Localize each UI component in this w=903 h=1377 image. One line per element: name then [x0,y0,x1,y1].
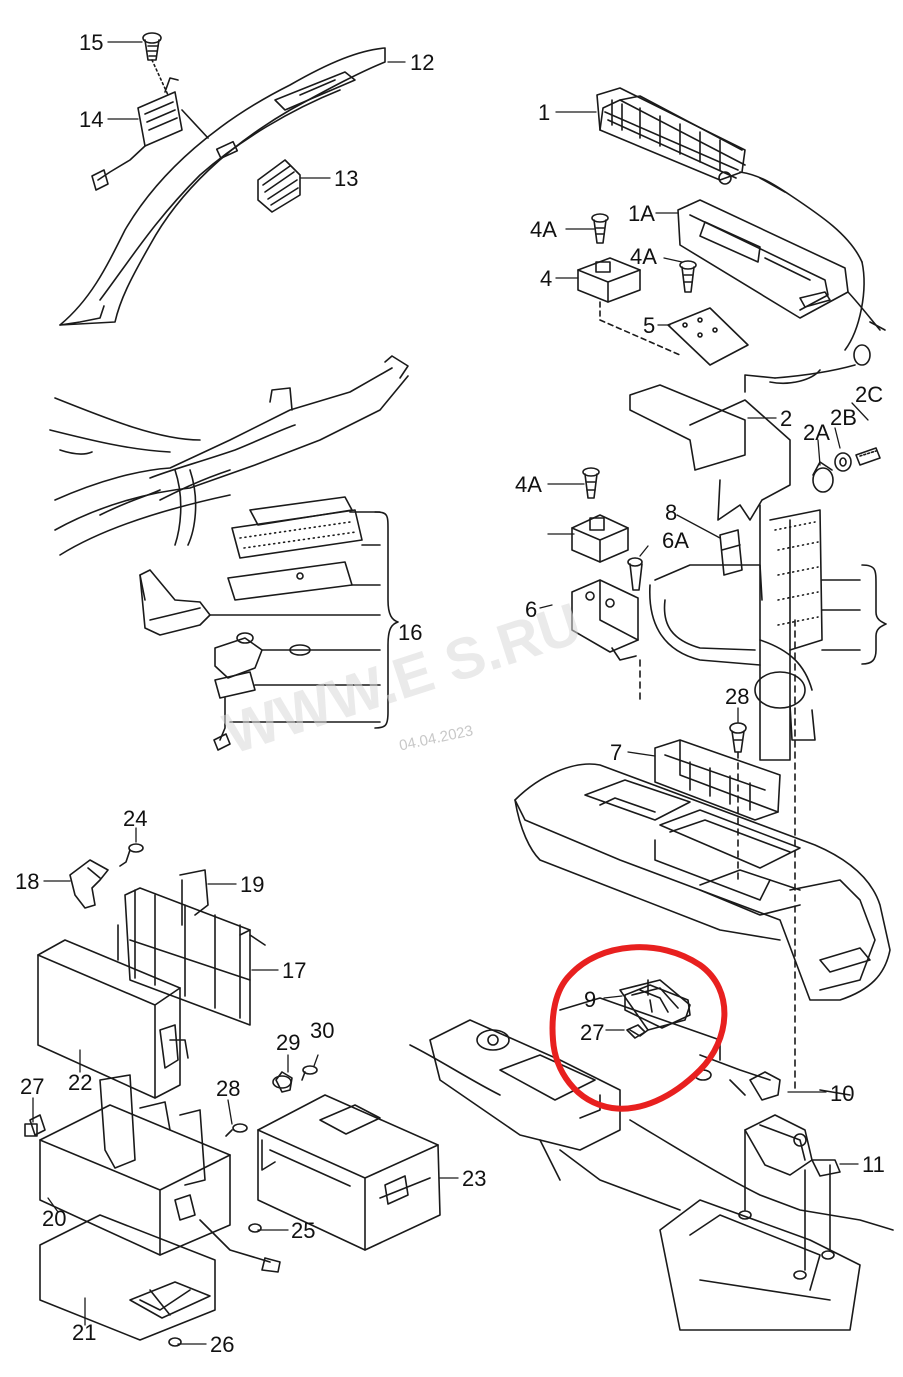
label-24: 24 [123,806,147,831]
lower-console-9-10-11 [409,979,894,1331]
bracket-6-8 [571,467,743,701]
label-22: 22 [68,1070,92,1095]
phone-cradle-1A [677,199,886,393]
label-25: 25 [291,1218,315,1243]
label-4A-lower: 4A [515,472,542,497]
module-14 [91,77,209,191]
svg-text:04.04.2023: 04.04.2023 [398,722,475,754]
label-26: 26 [210,1332,234,1357]
label-6A: 6A [662,528,689,553]
label-18: 18 [15,869,39,894]
label-16: 16 [398,620,422,645]
label-1: 1 [538,100,550,125]
highlight-ring [549,944,728,1112]
dashboard-section [49,355,409,751]
small-parts-24-30 [24,1065,318,1347]
label-2A: 2A [803,420,830,445]
label-8: 8 [665,500,677,525]
module-23 [257,1094,441,1251]
bolt-15 [142,32,169,96]
bolts-4A-4-5 [577,213,749,366]
label-9: 9 [584,987,596,1012]
callout-labels: 15 12 14 13 1 1A 4A 4A 4 5 2C 2B 2A 2 4A… [15,30,885,1357]
label-17: 17 [282,958,306,983]
label-20: 20 [42,1206,66,1231]
label-4: 4 [540,266,552,291]
module-22 [37,939,189,1099]
armrest-2 [629,384,887,761]
pillar-trim-assembly [59,32,386,326]
label-23: 23 [462,1166,486,1191]
speaker-grille [257,159,301,213]
label-11: 11 [862,1152,885,1177]
label-5: 5 [643,313,655,338]
phone-handset [596,87,865,351]
module-20-21 [29,1074,281,1341]
label-30: 30 [310,1018,334,1043]
label-2B: 2B [830,405,857,430]
leader-lines [32,41,869,1345]
label-28-top: 28 [725,684,749,709]
label-28-bottom: 28 [216,1076,240,1101]
module-cover-17-19 [69,843,266,1026]
label-2C: 2C [855,382,883,407]
label-6: 6 [525,597,537,622]
label-15: 15 [79,30,103,55]
center-console [514,619,891,1091]
label-1A: 1A [628,201,655,226]
label-29: 29 [276,1030,300,1055]
label-4A-mid: 4A [630,244,657,269]
label-12: 12 [410,50,434,75]
label-27-left: 27 [20,1074,44,1099]
label-10: 10 [830,1081,854,1106]
label-2: 2 [780,406,792,431]
label-13: 13 [334,166,358,191]
bracket-9 [624,979,691,1039]
label-19: 19 [240,872,264,897]
label-7: 7 [610,740,622,765]
label-4A-top: 4A [530,217,557,242]
label-14: 14 [79,107,103,132]
label-27-right: 27 [580,1020,604,1045]
tray-7-and-bolt-28 [654,722,781,821]
label-21: 21 [72,1320,96,1345]
